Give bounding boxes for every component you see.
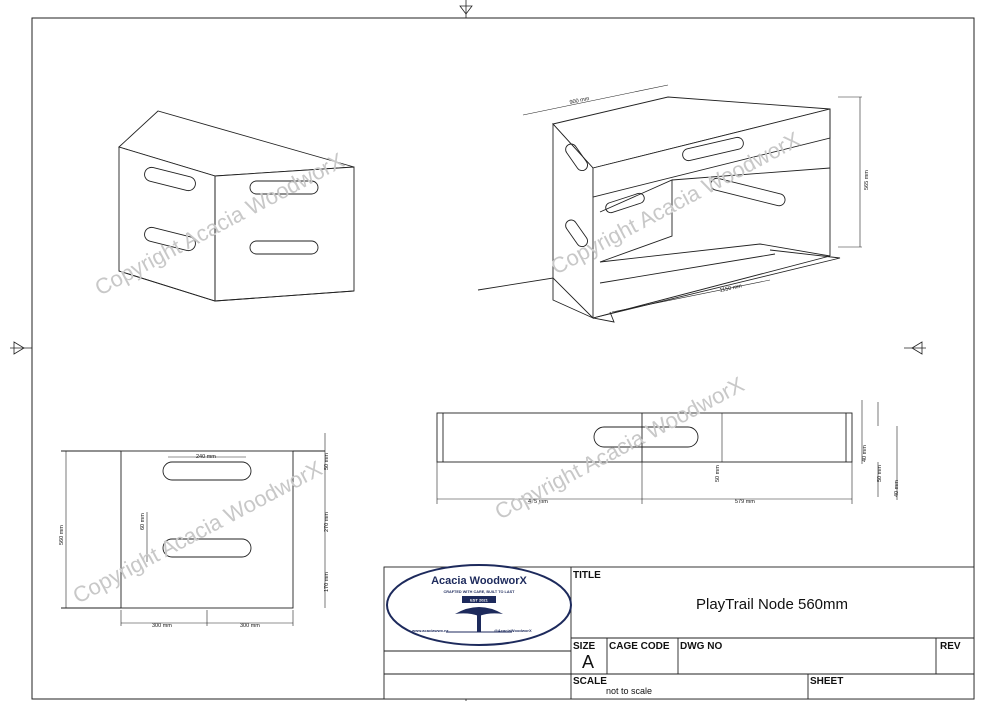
drawing-title: PlayTrail Node 560mm: [696, 596, 848, 613]
dim-iso-bottom: 1150 mm: [719, 283, 743, 294]
cage-code-label: CAGE CODE: [609, 641, 670, 652]
center-mark-right: [904, 341, 926, 355]
dim-front-right-bottom: 40 mm: [894, 480, 900, 497]
dim-side-right-base: 300 mm: [240, 623, 260, 629]
dim-side-slot-gap: 270 mm: [324, 512, 330, 532]
iso-view-closed: [118, 110, 355, 302]
dim-side-top-offset: 50 mm: [324, 453, 330, 470]
center-mark-top: [459, 0, 473, 18]
size-label: SIZE: [573, 641, 596, 652]
dim-side-height: 560 mm: [59, 525, 65, 545]
dim-iso-top: 900 mm: [569, 96, 590, 106]
scale-value: not to scale: [606, 686, 652, 696]
dim-side-left-base: 300 mm: [152, 623, 172, 629]
title-label: TITLE: [573, 570, 601, 581]
dim-side-bottom-offset: 170 mm: [324, 572, 330, 592]
dim-front-right-mid: 50 mm: [877, 465, 883, 482]
svg-text:@AcaciaWoodworX: @AcaciaWoodworX: [494, 628, 532, 633]
rev-label: REV: [940, 641, 961, 652]
dim-front-left-width: 475 mm: [528, 499, 548, 505]
dim-front-right-top: 40 mm: [862, 445, 868, 462]
svg-text:EST 2021: EST 2021: [470, 598, 489, 603]
dim-front-slot-height: 50 mm: [715, 465, 721, 482]
side-view: [61, 433, 326, 626]
svg-text:www.acaciawwx.nz: www.acaciawwx.nz: [411, 628, 449, 633]
sheet-label: SHEET: [810, 676, 843, 687]
scale-label: SCALE: [573, 676, 607, 687]
size-value: A: [582, 652, 594, 672]
svg-text:Acacia WoodworX: Acacia WoodworX: [431, 575, 527, 587]
dim-iso-height: 565 mm: [864, 170, 870, 190]
dim-side-slot-height: 60 mm: [140, 513, 146, 530]
center-mark-left: [10, 341, 32, 355]
iso-view-open: [477, 84, 862, 323]
company-logo: Acacia WoodworX CRAFTED WITH CARE, BUILT…: [386, 564, 572, 646]
svg-text:CRAFTED WITH CARE, BUILT TO LA: CRAFTED WITH CARE, BUILT TO LAST: [444, 590, 516, 594]
dim-front-right-width: 579 mm: [735, 499, 755, 505]
dwg-no-label: DWG NO: [680, 641, 722, 652]
dim-side-slot-width: 240 mm: [196, 454, 216, 460]
front-view: [436, 400, 898, 504]
